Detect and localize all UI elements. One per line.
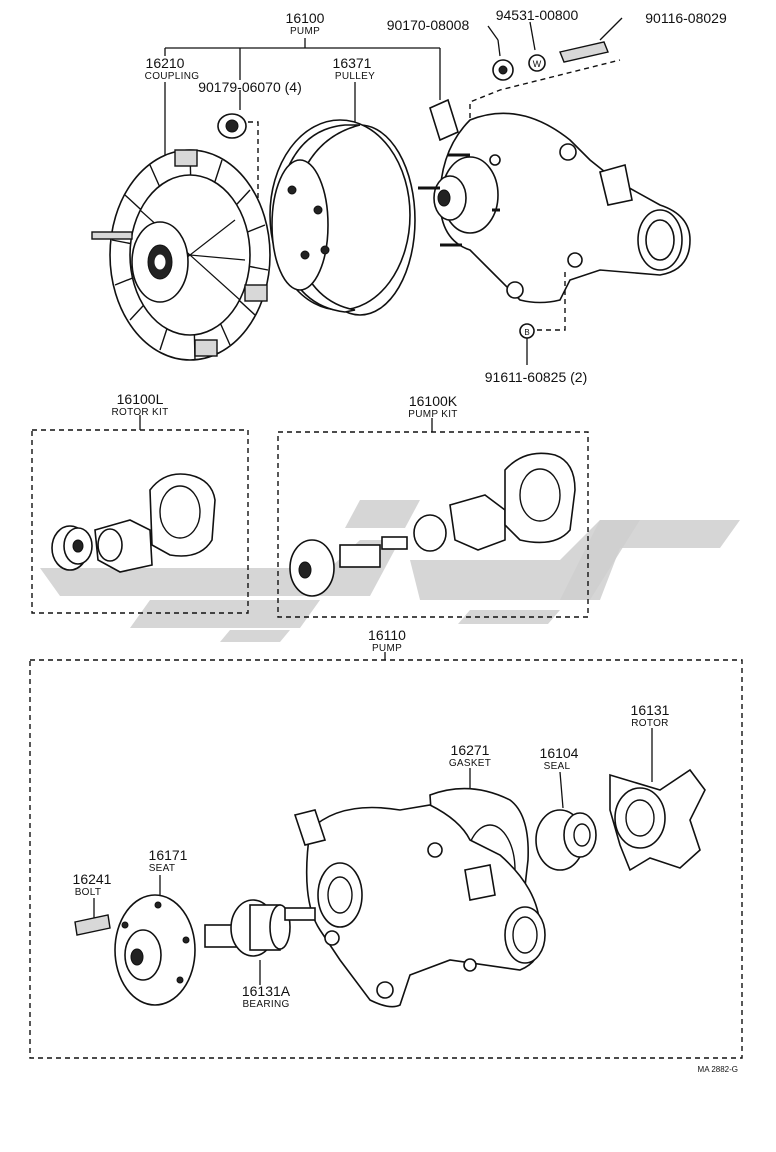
label-bearing-num: 16131A [242,983,291,999]
label-rotor-kit-num: 16100L [117,391,164,407]
label-bearing-name: BEARING [242,999,289,1010]
bearing-part [204,899,316,985]
rotor-kit-box [31,415,249,614]
washer-94531-part: W [528,21,546,72]
label-nut-num: 90179-06070 (4) [198,79,302,95]
seal-part [535,771,597,871]
label-washer-94531-num: 94531-00800 [496,7,579,23]
labels: 16100 PUMP 16210 COUPLING 90179-06070 (4… [73,7,738,1074]
label-bolt-num: 16241 [73,871,112,887]
label-pump-kit-name: PUMP KIT [408,409,457,420]
figure-code: MA 2882-G [698,1065,738,1074]
label-stud-90116-num: 90116-08029 [645,10,727,26]
watermark-logo [40,500,740,642]
bolt-91611-part: B [519,323,535,365]
label-pump-kit-num: 16100K [409,393,458,409]
callout-b: B [524,328,529,337]
pump-top-leader [164,38,441,100]
coupling-part [91,82,271,361]
label-pump-top-name: PUMP [290,26,320,37]
nut-90179-part [217,90,259,200]
label-rotor-num: 16131 [631,702,670,718]
label-seal-name: SEAL [544,761,571,772]
label-seat-num: 16171 [149,847,188,863]
seat-part [114,875,196,1006]
label-pulley-num: 16371 [333,55,372,71]
bolt-90170-part [487,25,514,81]
pump-kit-box [277,418,589,618]
label-bolt-name: BOLT [75,887,102,898]
rotor-part [609,728,706,872]
label-coupling-num: 16210 [146,55,185,71]
label-bolt-90170-num: 90170-08008 [387,17,470,33]
label-gasket-name: GASKET [449,758,491,769]
bolt-16241-part [74,898,111,936]
pump-housing-part [293,804,546,1008]
label-coupling-name: COUPLING [145,71,200,82]
pulley-part [269,82,416,316]
label-rotor-name: ROTOR [631,718,668,729]
label-pump-assy-name: PUMP [372,643,402,654]
label-bolt-91611-num: 91611-60825 (2) [485,369,587,385]
label-rotor-kit-name: ROTOR KIT [112,407,169,418]
label-pump-assy-num: 16110 [368,627,406,643]
label-pulley-name: PULLEY [335,71,375,82]
label-seat-name: SEAT [149,863,176,874]
label-pump-top-num: 16100 [286,10,325,26]
label-seal-num: 16104 [540,745,579,761]
stud-90116-part [559,17,623,63]
pump-assy-box [29,652,743,1059]
label-gasket-num: 16271 [451,742,490,758]
water-pump-top-part [418,59,691,331]
callout-w: W [533,59,542,69]
